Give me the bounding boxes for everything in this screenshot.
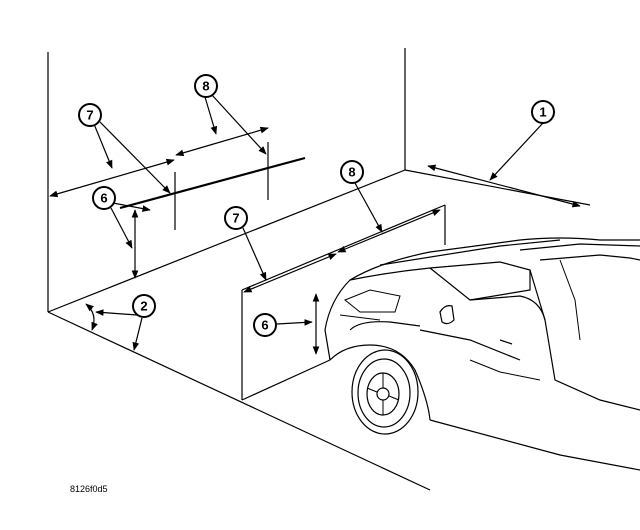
callout-label: 8 — [202, 79, 209, 94]
callout-7-wall: 7 — [78, 103, 102, 127]
figure-code: 8126f0d5 — [70, 484, 108, 494]
callout-8-screen: 8 — [340, 160, 364, 184]
callout-label: 7 — [86, 108, 93, 123]
dimension-arrows — [49, 126, 581, 355]
vehicle-outline — [324, 237, 640, 471]
callout-label: 2 — [140, 299, 147, 314]
callout-label: 1 — [539, 105, 546, 120]
callout-6-wall: 6 — [92, 186, 116, 210]
callout-label: 6 — [261, 318, 268, 333]
callout-label: 7 — [232, 211, 239, 226]
wall-structure — [47, 48, 591, 491]
callout-7-screen: 7 — [224, 206, 248, 230]
front-wheel — [351, 349, 419, 435]
callout-6-screen: 6 — [253, 313, 277, 337]
callout-1: 1 — [531, 100, 555, 124]
callout-label: 8 — [348, 165, 355, 180]
horizontal-reference-line — [119, 142, 306, 230]
leader-lines — [93, 94, 544, 351]
callout-2: 2 — [132, 294, 156, 318]
callout-label: 6 — [100, 191, 107, 206]
callout-8-wall: 8 — [194, 74, 218, 98]
